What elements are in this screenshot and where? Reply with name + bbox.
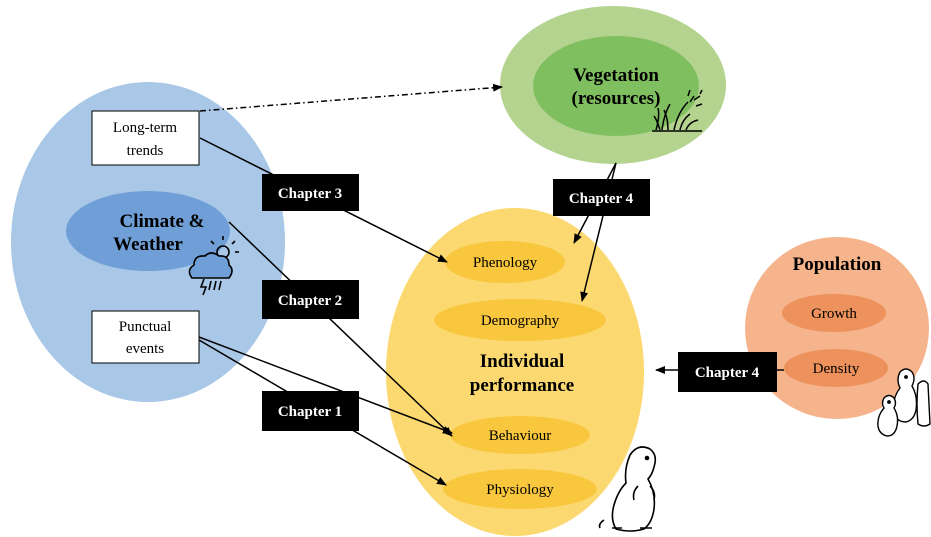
punctual-events-line2: events (126, 341, 164, 357)
chapter-4-top-label: Chapter 4 (569, 191, 634, 207)
vegetation-title-line1: Vegetation (573, 65, 659, 86)
individual-performance-group: Phenology Demography Individual performa… (386, 208, 657, 536)
chapter-4-top-box: Chapter 4 (553, 179, 650, 216)
punctual-events-line1: Punctual (119, 319, 172, 335)
physiology-label: Physiology (486, 482, 554, 498)
behaviour-label: Behaviour (489, 428, 551, 444)
density-pill (784, 349, 888, 387)
long-term-trends-box (91, 110, 200, 166)
climate-title-line2: Weather (113, 234, 183, 255)
long-term-trends-line2: trends (127, 143, 164, 159)
behaviour-pill (450, 416, 590, 454)
growth-pill (782, 294, 886, 332)
phenology-pill (445, 241, 565, 283)
chapter-3-label: Chapter 3 (278, 186, 342, 202)
vegetation-title-line2: (resources) (572, 88, 661, 109)
chapter-4-right-box: Chapter 4 (678, 352, 777, 392)
growth-label: Growth (811, 306, 857, 322)
physiology-pill (443, 469, 597, 509)
line-climate-to-behaviour (228, 221, 453, 437)
long-term-trends-line1: Long-term (113, 120, 177, 136)
density-label: Density (813, 361, 860, 377)
chapter-4-right-label: Chapter 4 (695, 365, 760, 381)
chapter-2-label: Chapter 2 (278, 293, 342, 309)
climate-title-line1: Climate & (120, 211, 205, 232)
marmot-group-icon (877, 368, 931, 437)
population-group: Population Growth Density (745, 237, 931, 437)
punctual-events-box (91, 310, 200, 364)
vegetation-group: Vegetation (resources) (500, 6, 726, 164)
individual-title-line2: performance (470, 375, 574, 396)
demography-label: Demography (481, 313, 560, 329)
vegetation-inner-ellipse (533, 36, 699, 136)
thunderstorm-cloud-sun-icon (188, 236, 239, 296)
climate-inner-ellipse (66, 191, 230, 271)
chapter-3-box: Chapter 3 (262, 174, 359, 211)
individual-outer-ellipse (386, 208, 644, 536)
population-title: Population (793, 254, 882, 275)
line-events-to-behaviour (198, 336, 453, 434)
demography-pill (434, 299, 606, 341)
marmot-icon (598, 446, 657, 532)
phenology-label: Phenology (473, 255, 538, 271)
chapter-2-box: Chapter 2 (262, 280, 359, 319)
arrow-trends-to-vegetation (199, 83, 503, 112)
chapter-1-label: Chapter 1 (278, 404, 342, 420)
climate-weather-group: Climate & Weather Long-term trends Punct… (11, 82, 285, 402)
chapter-1-box: Chapter 1 (262, 391, 359, 431)
individual-title-line1: Individual (480, 351, 565, 372)
grass-bush-icon (652, 89, 703, 132)
